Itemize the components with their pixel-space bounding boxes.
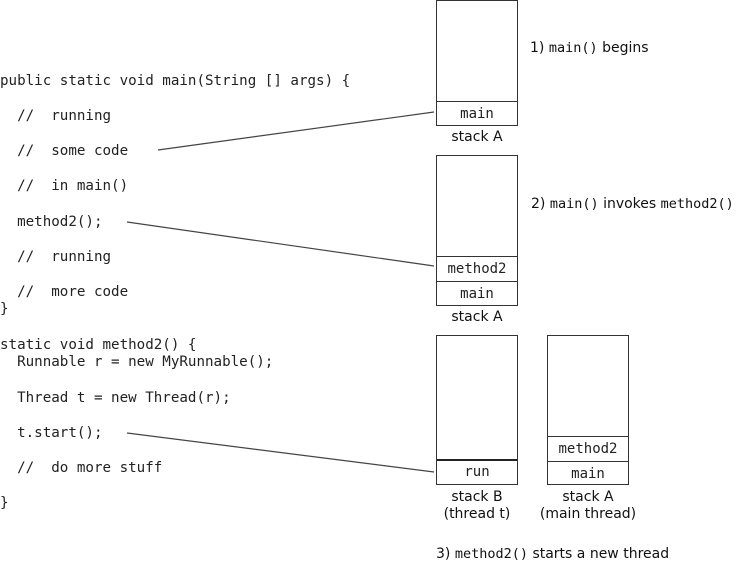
code-line-method2-call: method2(); (0, 214, 103, 230)
code-line-method2-close: } (0, 495, 9, 511)
frame-run: run (437, 459, 517, 485)
code-line-comment-more-code: // more code (0, 284, 129, 300)
caption-2-number: 2) (531, 196, 546, 212)
caption-2-code: main() (549, 196, 599, 212)
stack-1-label: stack A (451, 129, 503, 145)
code-line-comment-in-main: // in main() (0, 178, 129, 194)
frame-main: main (437, 281, 517, 306)
code-line-method2-signature: static void method2() { (0, 337, 197, 353)
stack-3-label-line2: (thread t) (443, 506, 511, 522)
stack-2-label: stack A (451, 309, 503, 325)
code-line-start-call: t.start(); (0, 425, 103, 441)
stack-3-label-line1: stack B (451, 489, 503, 505)
frame-method2: method2 (437, 256, 517, 281)
caption-2-text: invokes (603, 196, 657, 212)
stack-4-label: stack A (main thread) (532, 489, 644, 523)
code-line-runnable: Runnable r = new MyRunnable(); (0, 354, 274, 370)
code-line-comment-running: // running (0, 108, 112, 124)
code-line-comment-do-more: // do more stuff (0, 460, 163, 476)
stack-3-label: stack B (thread t) (426, 489, 528, 523)
stack-4-label-line1: stack A (562, 489, 614, 505)
stack-2: method2 main (436, 155, 518, 306)
connector-method2-to-frame (126, 221, 435, 267)
code-line-main-signature: public static void main(String [] args) … (0, 73, 351, 89)
caption-3-number: 3) (436, 546, 451, 562)
caption-2: 2) main() invokes method2() (531, 196, 734, 213)
caption-3-text: starts a new thread (532, 546, 670, 562)
code-line-comment-running-2: // running (0, 249, 112, 265)
caption-1: 1) main() begins (530, 40, 649, 57)
caption-1-number: 1) (530, 40, 545, 56)
stack-1: main (436, 0, 518, 126)
caption-2-code2: method2() (660, 196, 734, 212)
frame-main: main (437, 101, 517, 126)
caption-3-code: method2() (454, 546, 528, 562)
frame-main: main (548, 461, 628, 486)
stack-4-label-line2: (main thread) (539, 506, 637, 522)
caption-1-code: main() (548, 40, 598, 56)
code-line-main-close: } (0, 301, 9, 317)
code-line-comment-some-code: // some code (0, 143, 129, 159)
frame-method2: method2 (548, 436, 628, 461)
caption-3: 3) method2() starts a new thread (436, 546, 669, 563)
stack-3: run (436, 335, 518, 485)
connector-start-to-run (126, 432, 435, 473)
stack-4: method2 main (547, 335, 629, 485)
code-line-thread: Thread t = new Thread(r); (0, 390, 231, 406)
caption-1-text: begins (602, 40, 649, 56)
connector-some-code-to-main (157, 111, 435, 151)
